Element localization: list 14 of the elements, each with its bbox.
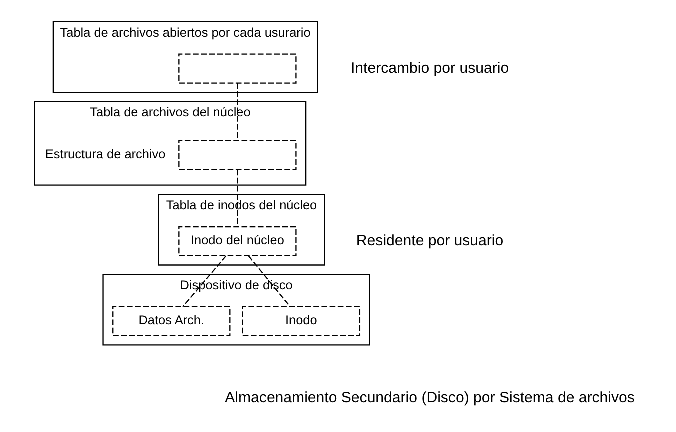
node-box: Datos Arch.: [112, 306, 230, 336]
connector: [236, 170, 238, 227]
connector: [182, 256, 226, 308]
connector: [236, 84, 238, 140]
node-box: [178, 54, 296, 84]
node-box: Inodo: [242, 306, 360, 336]
label: Residente por usuario: [356, 232, 504, 250]
node-label: Estructura de archivo: [44, 146, 166, 162]
label: Almacenamiento Secundario (Disco) por Sistema de archivos: [224, 389, 634, 406]
cluster: Tabla de archivos abiertos por cada usurario: [52, 21, 318, 94]
connector: [248, 256, 290, 308]
node-box: [178, 140, 296, 170]
label: Intercambio por usuario: [350, 60, 509, 77]
node-box: Inodo del núcleo: [178, 226, 296, 257]
